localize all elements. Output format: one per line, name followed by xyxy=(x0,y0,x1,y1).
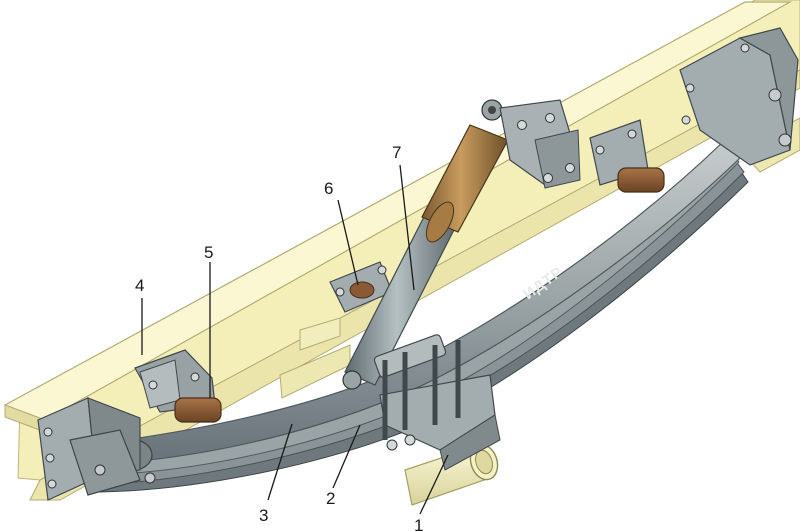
shock-lower-bracket xyxy=(329,261,393,313)
rear-bump-stop xyxy=(589,119,665,193)
leader-1 xyxy=(419,454,449,515)
leader-2 xyxy=(332,424,361,489)
callout-5: 5 xyxy=(204,243,213,262)
shock-upper-mount xyxy=(499,99,581,189)
callout-3: 3 xyxy=(259,506,268,525)
shock-absorber xyxy=(342,99,509,390)
callout-1: 1 xyxy=(414,516,423,531)
rear-spring-bracket xyxy=(679,27,799,166)
spring-stamp-mark: ® xyxy=(588,246,594,254)
front-spring-bracket xyxy=(37,397,156,501)
leader-6 xyxy=(337,199,359,286)
callout-4: 4 xyxy=(135,276,144,295)
front-bump-stop xyxy=(134,349,222,423)
callout-2: 2 xyxy=(326,489,335,508)
leader-3 xyxy=(267,423,293,501)
callout-6: 6 xyxy=(324,179,333,198)
u-bolt-clamp xyxy=(373,334,501,471)
leader-7 xyxy=(399,164,415,291)
callouts: 1 2 3 4 5 6 7 xyxy=(135,143,449,531)
callout-7: 7 xyxy=(392,143,401,162)
